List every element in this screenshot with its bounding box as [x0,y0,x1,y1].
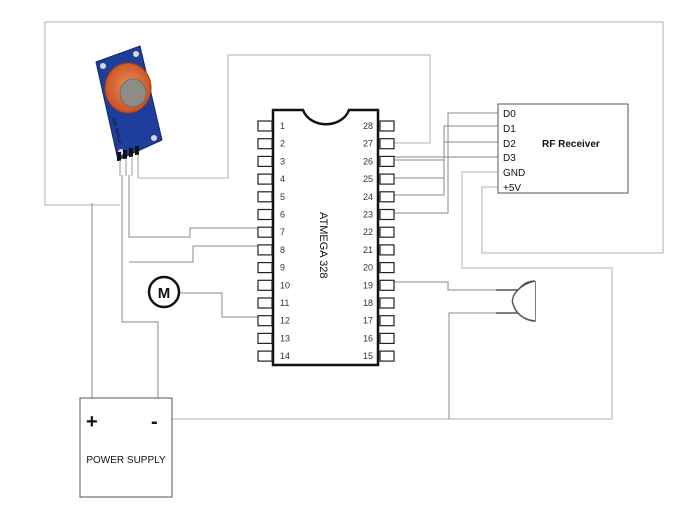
wire-d0 [394,112,498,214]
wire-sensor-gnd [128,175,258,238]
power-supply-plus: + [86,411,98,433]
mount-hole [100,63,106,69]
power-supply-minus: - [151,411,158,433]
pin-number: 6 [280,210,285,220]
pin-11 [257,297,273,309]
wire-buzzer-pin19 [394,281,520,291]
pin-21 [379,244,395,256]
wires [44,21,664,420]
pin-number: 10 [280,280,290,290]
pin-22 [379,226,395,238]
rf-pin-d1: D1 [503,124,516,135]
pin-number: 26 [363,156,373,166]
pin-23 [379,208,395,221]
pin-16 [379,332,395,344]
chip-body [271,108,380,367]
pin-number: 19 [363,280,373,290]
wire-sensor-vcc [121,175,159,398]
pin-number: 25 [363,174,373,184]
pin-12 [257,315,273,327]
pin-15 [379,350,395,362]
rf-receiver-box [497,103,629,194]
motor-label: M [158,285,171,302]
pin-number: 23 [363,210,373,220]
wire-sensor-pin27 [138,54,431,179]
pin-10 [257,279,273,291]
pin-3 [257,155,273,167]
pin-number: 21 [363,245,373,255]
buzzer [496,280,536,322]
wire-vcc-loop [44,21,664,254]
wire-motor-pin12 [180,292,258,318]
pin-number: 13 [280,333,290,343]
pin-number: 9 [280,263,285,273]
pin-5 [257,191,273,203]
pin-number: 12 [280,316,290,326]
pin-8 [257,244,273,256]
pin-number: 24 [363,192,373,202]
pin-28 [379,120,395,132]
pin-number: 16 [363,333,373,343]
wire-pin8 [129,245,258,263]
gas-sensor-module: Gas Sensor [95,45,163,178]
pin-26 [379,155,395,167]
sensor-mesh [119,78,147,108]
pin-number: 11 [280,298,289,308]
rf-pin-gnd: GND [503,168,525,179]
pin-18 [379,297,395,309]
rf-receiver: D0 D1 D2 D3 GND +5V RF Receiver [497,103,629,194]
rf-pin-d2: D2 [503,139,516,150]
pin-20 [379,262,395,274]
power-supply-label: POWER SUPPLY [86,455,166,466]
pin-number: 28 [363,121,373,131]
pin-13 [257,332,273,344]
motor: M [147,275,181,309]
pin-number: 4 [280,174,285,184]
pin-2 [257,138,273,150]
mount-hole [133,51,139,57]
pin-27 [379,138,395,150]
pin-number: 1 [280,121,285,131]
pin-25 [379,173,395,185]
right-pins: 28 27 26 25 24 23 22 21 20 19 18 17 16 15 [363,120,395,362]
motor-icon [147,275,181,309]
rf-receiver-label: RF Receiver [542,139,600,150]
pin-19 [379,279,395,291]
pin-number: 5 [280,192,285,202]
pin-6 [257,208,273,221]
rf-pin-d0: D0 [503,109,516,120]
pin-number: 8 [280,245,285,255]
pin-number: 3 [280,156,285,166]
sensor-header-pins [117,146,139,178]
pin-number: 27 [363,139,373,149]
wire-buzzer-gnd [448,312,520,419]
power-supply: + - POWER SUPPLY [79,397,173,498]
pin-number: 22 [363,227,373,237]
pin-24 [379,191,395,203]
pin-number: 17 [363,316,373,326]
pin-number: 2 [280,139,285,149]
pin-9 [257,262,273,274]
power-supply-box [79,397,173,498]
pin-7 [257,226,273,238]
pin-number: 18 [363,298,373,308]
pin-1 [257,120,273,132]
pin-number: 20 [363,263,373,273]
pin-number: 14 [280,351,290,361]
rf-pin-d3: D3 [503,153,516,164]
pin-number: 15 [363,351,373,361]
wire-rf-gnd [172,171,613,420]
pin-17 [379,315,395,327]
chip-label: ATMEGA 328 [317,212,329,278]
pin-number: 7 [280,227,285,237]
pin-4 [257,173,273,185]
mount-hole [151,135,157,141]
pin-14 [257,350,273,362]
rf-pin-5v: +5V [503,183,521,194]
